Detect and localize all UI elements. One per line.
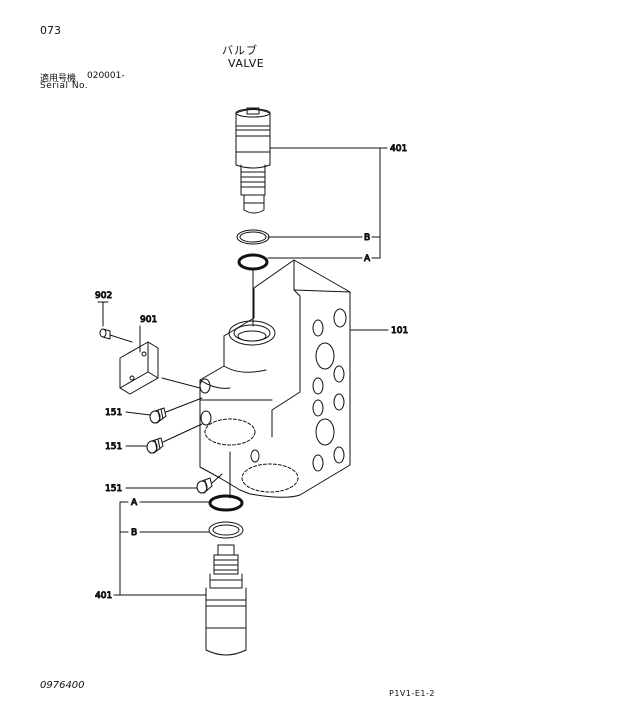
valve-body — [199, 259, 351, 498]
plug-2 — [146, 437, 164, 454]
title-japanese: バルブ — [222, 44, 258, 57]
serial-label-english: Serial No. — [40, 81, 89, 91]
callout-401-top: 401 — [390, 144, 407, 154]
relief-valve-bottom — [205, 544, 247, 656]
callout-b-top: B — [364, 233, 370, 243]
backup-ring-bottom — [208, 521, 244, 539]
plate — [119, 341, 159, 395]
relief-valve-top — [235, 107, 271, 214]
serial-value: 020001- — [87, 71, 125, 81]
document-code: 0976400 — [40, 680, 85, 691]
callout-a-bottom: A — [131, 498, 138, 508]
callout-902: 902 — [95, 291, 112, 301]
sheet-code: P1V1-E1-2 — [389, 689, 435, 698]
bolt — [99, 328, 133, 343]
oring-top — [237, 253, 269, 271]
callout-151-3: 151 — [105, 484, 122, 494]
serial-label-japanese: 適用号機 — [40, 74, 77, 84]
callout-b-bottom: B — [131, 528, 137, 538]
callout-101: 101 — [391, 326, 408, 336]
oring-bottom — [208, 494, 244, 512]
plug-3 — [196, 477, 213, 494]
callout-a-top: A — [364, 254, 371, 264]
callout-151-2: 151 — [105, 442, 122, 452]
title-english: VALVE — [228, 57, 265, 70]
callout-401-bottom: 401 — [95, 591, 112, 601]
callout-151-1: 151 — [105, 408, 122, 418]
plug-1 — [149, 407, 167, 424]
callout-901: 901 — [140, 315, 157, 325]
page-number: 073 — [40, 24, 61, 37]
